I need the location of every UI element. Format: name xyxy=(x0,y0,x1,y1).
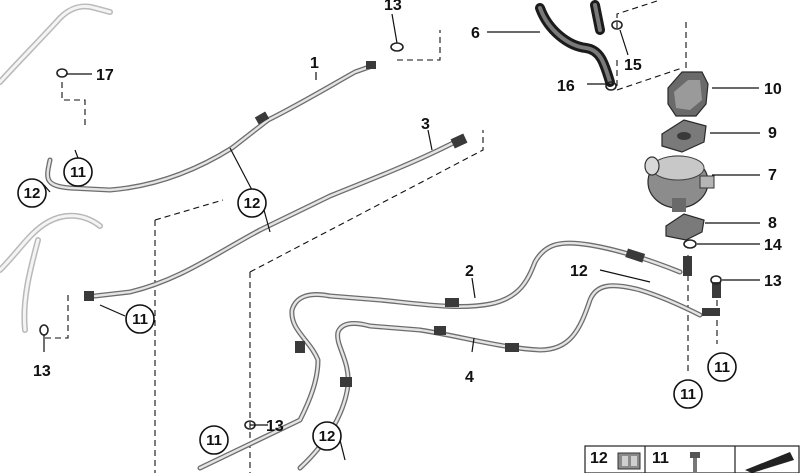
part-number-labels: 1 13 3 2 4 6 10 9 7 8 14 13 15 16 17 13 … xyxy=(33,0,782,435)
label-10: 10 xyxy=(764,81,782,98)
leader-lines xyxy=(43,13,760,461)
label-15: 15 xyxy=(624,57,642,74)
legend-wedge-icon xyxy=(745,452,794,473)
callout-11-bottom-left: 11 xyxy=(199,425,229,455)
legend-bolt-icon xyxy=(690,452,700,473)
label-14: 14 xyxy=(764,237,782,254)
label-3: 3 xyxy=(421,116,430,133)
legend-label-12: 12 xyxy=(590,450,608,467)
svg-text:11: 11 xyxy=(132,311,148,328)
label-4: 4 xyxy=(465,369,474,386)
pipe-1 xyxy=(45,61,376,193)
legend-box: 12 11 xyxy=(584,445,800,473)
label-13-top: 13 xyxy=(384,0,402,14)
svg-text:12: 12 xyxy=(244,195,261,212)
o-rings xyxy=(39,20,722,430)
circled-callouts: 11 12 12 11 11 12 11 11 xyxy=(17,157,737,455)
bracket-10 xyxy=(667,71,709,117)
pipe-3 xyxy=(84,133,468,301)
label-12-right: 12 xyxy=(570,263,588,280)
legend-label-11: 11 xyxy=(652,450,669,467)
label-16: 16 xyxy=(557,78,575,95)
svg-text:12: 12 xyxy=(24,185,41,202)
label-2: 2 xyxy=(465,263,474,280)
gasket-8 xyxy=(665,213,705,241)
legend-clip-icon xyxy=(617,452,641,470)
label-6: 6 xyxy=(471,25,480,42)
label-17: 17 xyxy=(96,67,114,84)
callout-12-bottom: 12 xyxy=(312,421,342,451)
label-9: 9 xyxy=(768,125,777,142)
label-13-right: 13 xyxy=(764,273,782,290)
label-1: 1 xyxy=(310,55,319,72)
svg-text:11: 11 xyxy=(714,359,730,376)
callout-11-right-low: 11 xyxy=(673,379,703,409)
plate-9 xyxy=(661,119,707,153)
pipe-4 xyxy=(297,283,703,471)
callout-12-left: 12 xyxy=(17,178,47,208)
background-context-lines xyxy=(0,3,113,333)
callout-11-upper-left: 11 xyxy=(63,157,93,187)
label-13-bottom: 13 xyxy=(266,418,284,435)
label-13-left: 13 xyxy=(33,363,51,380)
callout-12-center: 12 xyxy=(237,188,267,218)
hose-6 xyxy=(535,0,615,87)
svg-text:11: 11 xyxy=(206,432,222,449)
svg-text:11: 11 xyxy=(680,386,696,403)
pipe-end-fittings xyxy=(683,256,721,316)
pump-7 xyxy=(644,155,715,212)
callout-11-mid-left: 11 xyxy=(125,304,155,334)
pipe-2 xyxy=(197,240,683,471)
svg-text:11: 11 xyxy=(70,164,86,181)
callout-11-right: 11 xyxy=(707,352,737,382)
label-7: 7 xyxy=(768,167,777,184)
svg-text:12: 12 xyxy=(319,428,336,445)
label-8: 8 xyxy=(768,215,777,232)
assembly-guide-lines xyxy=(44,0,718,473)
